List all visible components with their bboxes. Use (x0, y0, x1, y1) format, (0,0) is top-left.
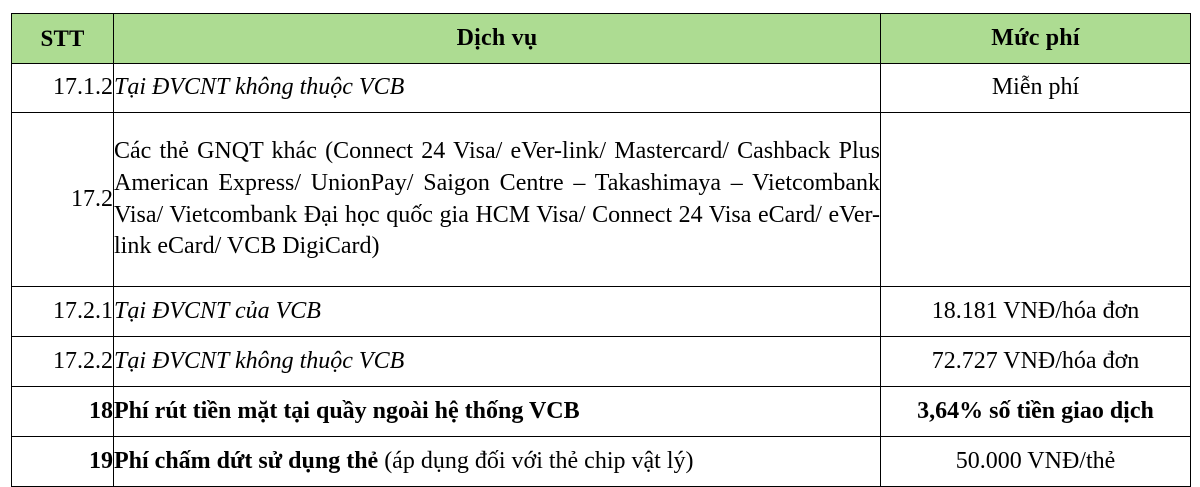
row-number-cell: 17.1.2 (11, 63, 114, 113)
column-header-stt: STT (11, 13, 114, 64)
table-row: 17.2.2 Tại ĐVCNT không thuộc VCB 72.727 … (11, 336, 1191, 387)
service-cell: Phí rút tiền mặt tại quầy ngoài hệ thống… (113, 386, 881, 437)
table-row: 17.1.2 Tại ĐVCNT không thuộc VCB Miễn ph… (11, 63, 1191, 113)
service-title: Phí rút tiền mặt tại quầy ngoài hệ thống… (114, 397, 580, 424)
table-body: 17.1.2 Tại ĐVCNT không thuộc VCB Miễn ph… (11, 63, 1191, 487)
table-row: 19 Phí chấm dứt sử dụng thẻ (áp dụng đối… (11, 436, 1191, 487)
row-number-cell: 17.2.2 (11, 336, 114, 387)
fee-cell: Miễn phí (880, 63, 1191, 113)
fee-cell: 3,64% số tiền giao dịch (880, 386, 1191, 437)
table-row: 17.2 Các thẻ GNQT khác (Connect 24 Visa/… (11, 112, 1191, 287)
fee-cell: 50.000 VNĐ/thẻ (880, 436, 1191, 487)
service-title: Phí chấm dứt sử dụng thẻ (114, 447, 379, 474)
row-number-cell: 19 (11, 436, 114, 487)
row-number-cell: 17.2 (11, 112, 114, 287)
table-header: STT Dịch vụ Mức phí (11, 13, 1191, 64)
table-row: 18 Phí rút tiền mặt tại quầy ngoài hệ th… (11, 386, 1191, 437)
fee-cell: 72.727 VNĐ/hóa đơn (880, 336, 1191, 387)
card-fee-table: STT Dịch vụ Mức phí 17.1.2 Tại ĐVCNT khô… (11, 13, 1191, 487)
column-header-fee: Mức phí (880, 13, 1191, 64)
row-number-cell: 17.2.1 (11, 286, 114, 337)
service-cell: Các thẻ GNQT khác (Connect 24 Visa/ eVer… (113, 112, 881, 287)
service-note: (áp dụng đối với thẻ chip vật lý) (378, 447, 694, 474)
service-cell: Tại ĐVCNT không thuộc VCB (113, 336, 881, 387)
table-header-row: STT Dịch vụ Mức phí (11, 13, 1191, 64)
service-cell: Tại ĐVCNT không thuộc VCB (113, 63, 881, 113)
fee-cell: 18.181 VNĐ/hóa đơn (880, 286, 1191, 337)
table-row: 17.2.1 Tại ĐVCNT của VCB 18.181 VNĐ/hóa … (11, 286, 1191, 337)
column-header-service: Dịch vụ (113, 13, 881, 64)
fee-cell (880, 112, 1191, 287)
service-cell: Phí chấm dứt sử dụng thẻ (áp dụng đối vớ… (113, 436, 881, 487)
service-cell: Tại ĐVCNT của VCB (113, 286, 881, 337)
row-number-cell: 18 (11, 386, 114, 437)
